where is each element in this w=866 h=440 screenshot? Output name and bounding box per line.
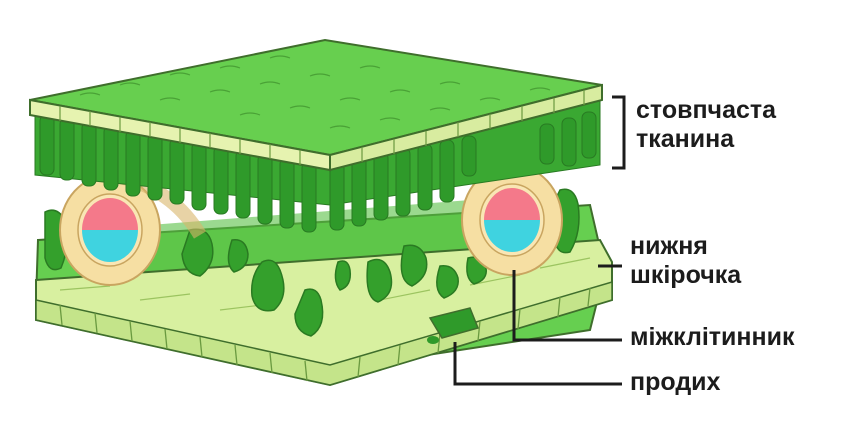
label-palisade-line1: стовпчаста [636, 96, 776, 125]
label-palisade-line2: тканина [636, 125, 776, 154]
label-lower-line1: нижня [630, 232, 741, 261]
label-palisade-tissue: стовпчаста тканина [636, 96, 776, 154]
label-stoma: продих [630, 368, 720, 397]
label-lower-line2: шкірочка [630, 261, 741, 290]
label-lower-epidermis: нижня шкірочка [630, 232, 741, 290]
stoma-pointer [455, 342, 622, 384]
palisade-bracket [612, 97, 624, 168]
label-intercellular-space: міжклітинник [630, 323, 795, 352]
